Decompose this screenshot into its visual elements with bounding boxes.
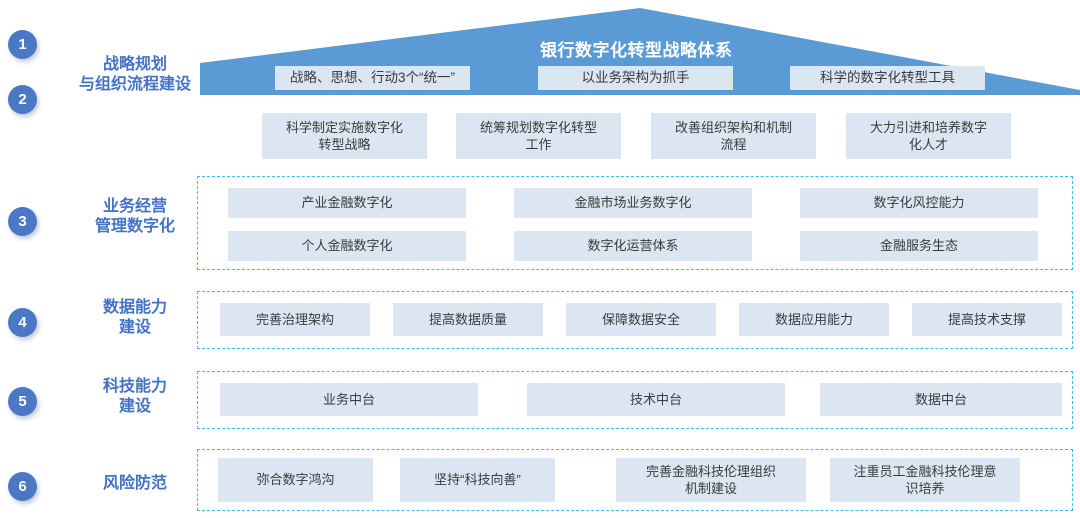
strategy-cell-1[interactable]: 科学制定实施数字化 转型战略 <box>262 113 427 159</box>
risk-cell-4[interactable]: 注重员工金融科技伦理意 识培养 <box>830 458 1020 502</box>
business-cell-6[interactable]: 金融服务生态 <box>800 231 1038 261</box>
rail-number-5: 5 <box>8 387 37 416</box>
rail-number-3: 3 <box>8 207 37 236</box>
rail-number-4: 4 <box>8 308 37 337</box>
page-title: 银行数字化转型战略体系 <box>540 41 733 60</box>
banner-cell-3[interactable]: 科学的数字化转型工具 <box>790 66 985 90</box>
strategy-cell-4[interactable]: 大力引进和培养数字 化人才 <box>846 113 1011 159</box>
pyramid-baseline <box>200 92 1080 95</box>
business-group-container <box>197 176 1073 270</box>
tech-cell-1[interactable]: 业务中台 <box>220 383 478 416</box>
rail-label-risk: 风险防范 <box>102 475 167 492</box>
risk-group-container <box>197 449 1073 511</box>
data-group-container <box>197 291 1073 349</box>
rail-number-1: 1 <box>8 30 37 59</box>
business-cell-2[interactable]: 金融市场业务数字化 <box>514 188 752 218</box>
banner-cell-1[interactable]: 战略、思想、行动3个“统一” <box>275 66 470 90</box>
rail-number-2: 2 <box>8 85 37 114</box>
data-cell-1[interactable]: 完善治理架构 <box>220 303 370 336</box>
strategy-cell-3[interactable]: 改善组织架构和机制 流程 <box>651 113 816 159</box>
risk-cell-1[interactable]: 弥合数字鸿沟 <box>218 458 373 502</box>
rail-label-strategy: 战略规划 与组织流程建设 <box>78 56 191 94</box>
data-cell-2[interactable]: 提高数据质量 <box>393 303 543 336</box>
risk-cell-2[interactable]: 坚持“科技向善” <box>400 458 555 502</box>
risk-cell-3[interactable]: 完善金融科技伦理组织 机制建设 <box>616 458 806 502</box>
business-cell-3[interactable]: 数字化风控能力 <box>800 188 1038 218</box>
business-cell-1[interactable]: 产业金融数字化 <box>228 188 466 218</box>
business-cell-5[interactable]: 数字化运营体系 <box>514 231 752 261</box>
rail-label-data: 数据能力 建设 <box>102 299 167 337</box>
tech-group-container <box>197 371 1073 429</box>
rail-label-business: 业务经营 管理数字化 <box>94 198 175 236</box>
data-cell-4[interactable]: 数据应用能力 <box>739 303 889 336</box>
tech-cell-3[interactable]: 数据中台 <box>820 383 1062 416</box>
strategy-cell-2[interactable]: 统筹规划数字化转型 工作 <box>456 113 621 159</box>
tech-cell-2[interactable]: 技术中台 <box>527 383 785 416</box>
data-cell-5[interactable]: 提高技术支撑 <box>912 303 1062 336</box>
rail-label-tech: 科技能力 建设 <box>102 378 167 416</box>
banner-cell-2[interactable]: 以业务架构为抓手 <box>538 66 733 90</box>
business-cell-4[interactable]: 个人金融数字化 <box>228 231 466 261</box>
data-cell-3[interactable]: 保障数据安全 <box>566 303 716 336</box>
rail-number-6: 6 <box>8 472 37 501</box>
